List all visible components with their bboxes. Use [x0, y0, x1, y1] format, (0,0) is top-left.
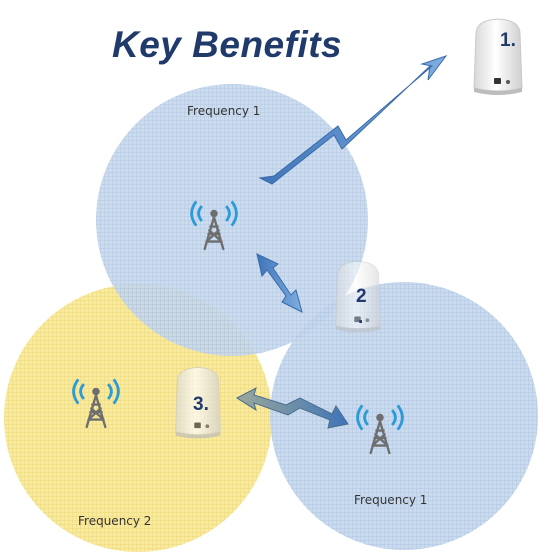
- frequency-1-coverage-cell-upper: [96, 84, 368, 356]
- cell-label-yellow: Frequency 2: [78, 514, 152, 528]
- cell-label-upper: Frequency 1: [187, 104, 261, 118]
- cell-label-lower: Frequency 1: [354, 493, 428, 507]
- page-title: Key Benefits: [112, 24, 343, 65]
- marker-2-dot: .: [358, 307, 364, 328]
- frequency-1-coverage-cell-lower: [270, 282, 538, 550]
- marker-2: 2: [356, 286, 367, 307]
- marker-1: 1.: [500, 30, 516, 51]
- lightning-arrow-icon: [256, 253, 303, 313]
- marker-3: 3.: [193, 394, 209, 415]
- lightning-arrow-icon: [258, 55, 448, 185]
- lightning-arrow-icon: [236, 387, 349, 429]
